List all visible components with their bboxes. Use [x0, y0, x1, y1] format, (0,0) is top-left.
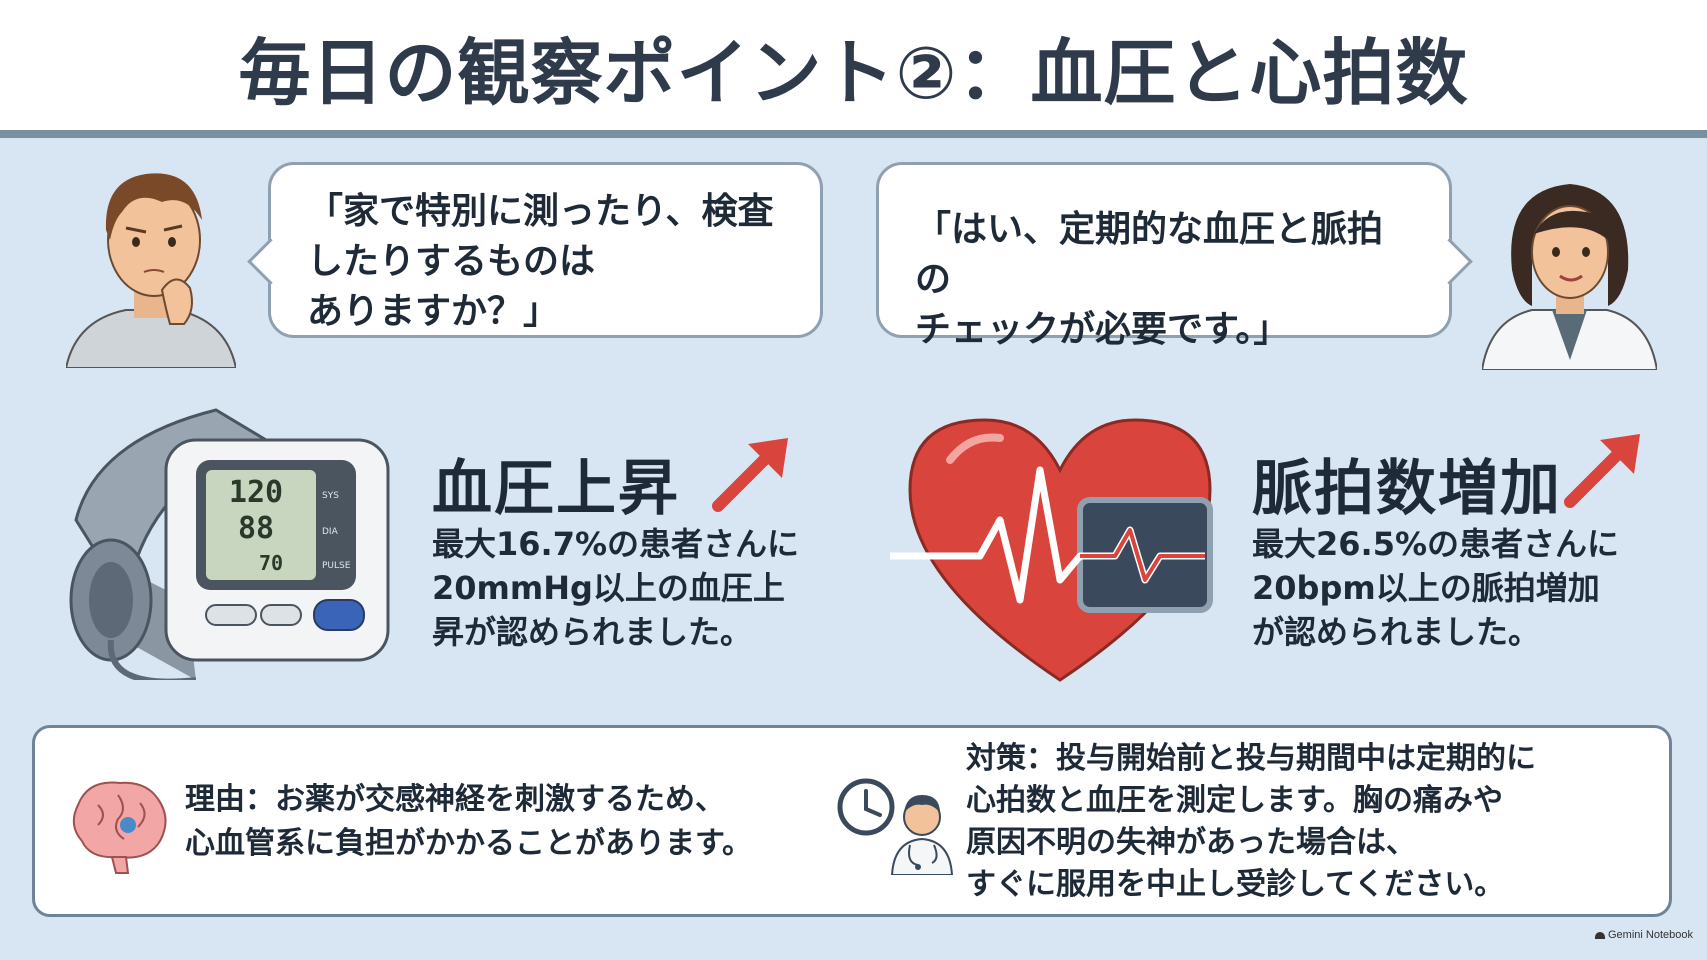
pulse-line: 最大26.5%の患者さんに: [1252, 525, 1620, 563]
reason-line: 心血管系に負担がかかることがあります。: [185, 826, 752, 861]
notebook-logo-icon: [1595, 931, 1605, 939]
arrow-up-right-icon: [1564, 434, 1640, 508]
monitor-reading: 120: [229, 475, 283, 510]
doctor-answer-line: 「はい、定期的な血圧と脈拍の: [915, 209, 1384, 300]
patient-speech-bubble: 「家で特別に測ったり、検査 したりするものは ありますか？」: [247, 162, 823, 338]
monitor-side-label: SYS: [322, 491, 339, 501]
doctor-speech-bubble: 「はい、定期的な血圧と脈拍の チェックが必要です。」: [876, 162, 1473, 350]
doctor-icon: [890, 795, 954, 875]
pulse-line: が認められました。: [1252, 613, 1541, 651]
blood-pressure-monitor-icon: 120 88 70 SYS DIA PULSE: [69, 408, 390, 680]
clock-icon: [837, 778, 895, 836]
doctor-avatar: [1482, 184, 1657, 370]
heart-ecg-icon: [890, 418, 1213, 682]
monitor-reading: 88: [238, 511, 274, 546]
measures-text: 対策：投与開始前と投与期間中は定期的に 心拍数と血圧を測定します。胸の痛みや 原…: [966, 738, 1656, 906]
clock-doctor-icon: [837, 778, 954, 875]
bp-line: 昇が認められました。: [432, 613, 753, 651]
title-divider: [0, 130, 1707, 138]
bp-heading: 血圧上昇: [432, 454, 680, 524]
pulse-heading: 脈拍数増加: [1252, 454, 1562, 524]
pulse-description: 最大26.5%の患者さんに 20bpm以上の脈拍増加 が認められました。: [1252, 522, 1619, 654]
bp-line: 最大16.7%の患者さんに: [432, 525, 800, 563]
monitor-side-label: PULSE: [322, 561, 351, 571]
brain-icon: [72, 781, 167, 874]
monitor-side-label: DIA: [322, 527, 339, 537]
watermark-text: Gemini Notebook: [1608, 929, 1693, 941]
patient-question-line: したりするものは: [307, 241, 596, 282]
patient-avatar: [66, 173, 236, 368]
bp-description: 最大16.7%の患者さんに 20mmHg以上の血圧上 昇が認められました。: [432, 522, 799, 654]
measures-line: 原因不明の失神があった場合は、: [966, 825, 1416, 860]
page-title: 毎日の観察ポイント②：血圧と心拍数: [0, 0, 1707, 132]
reason-line: 理由：お薬が交感神経を刺激するため、: [185, 782, 725, 817]
watermark: Gemini Notebook: [1595, 929, 1693, 941]
monitor-reading: 70: [259, 551, 283, 575]
pulse-line: 20bpm以上の脈拍増加: [1252, 569, 1600, 607]
bp-line: 20mmHg以上の血圧上: [432, 569, 785, 607]
patient-question-line: 「家で特別に測ったり、検査: [307, 191, 774, 232]
measures-line: すぐに服用を中止し受診してください。: [966, 867, 1505, 902]
reason-text: 理由：お薬が交感神経を刺激するため、 心血管系に負担がかかることがあります。: [185, 778, 825, 866]
doctor-answer-line: チェックが必要です。」: [915, 309, 1290, 350]
patient-question-line: ありますか？」: [307, 291, 560, 332]
arrow-up-right-icon: [712, 438, 788, 512]
measures-line: 対策：投与開始前と投与期間中は定期的に: [966, 741, 1536, 776]
measures-line: 心拍数と血圧を測定します。胸の痛みや: [966, 783, 1503, 818]
